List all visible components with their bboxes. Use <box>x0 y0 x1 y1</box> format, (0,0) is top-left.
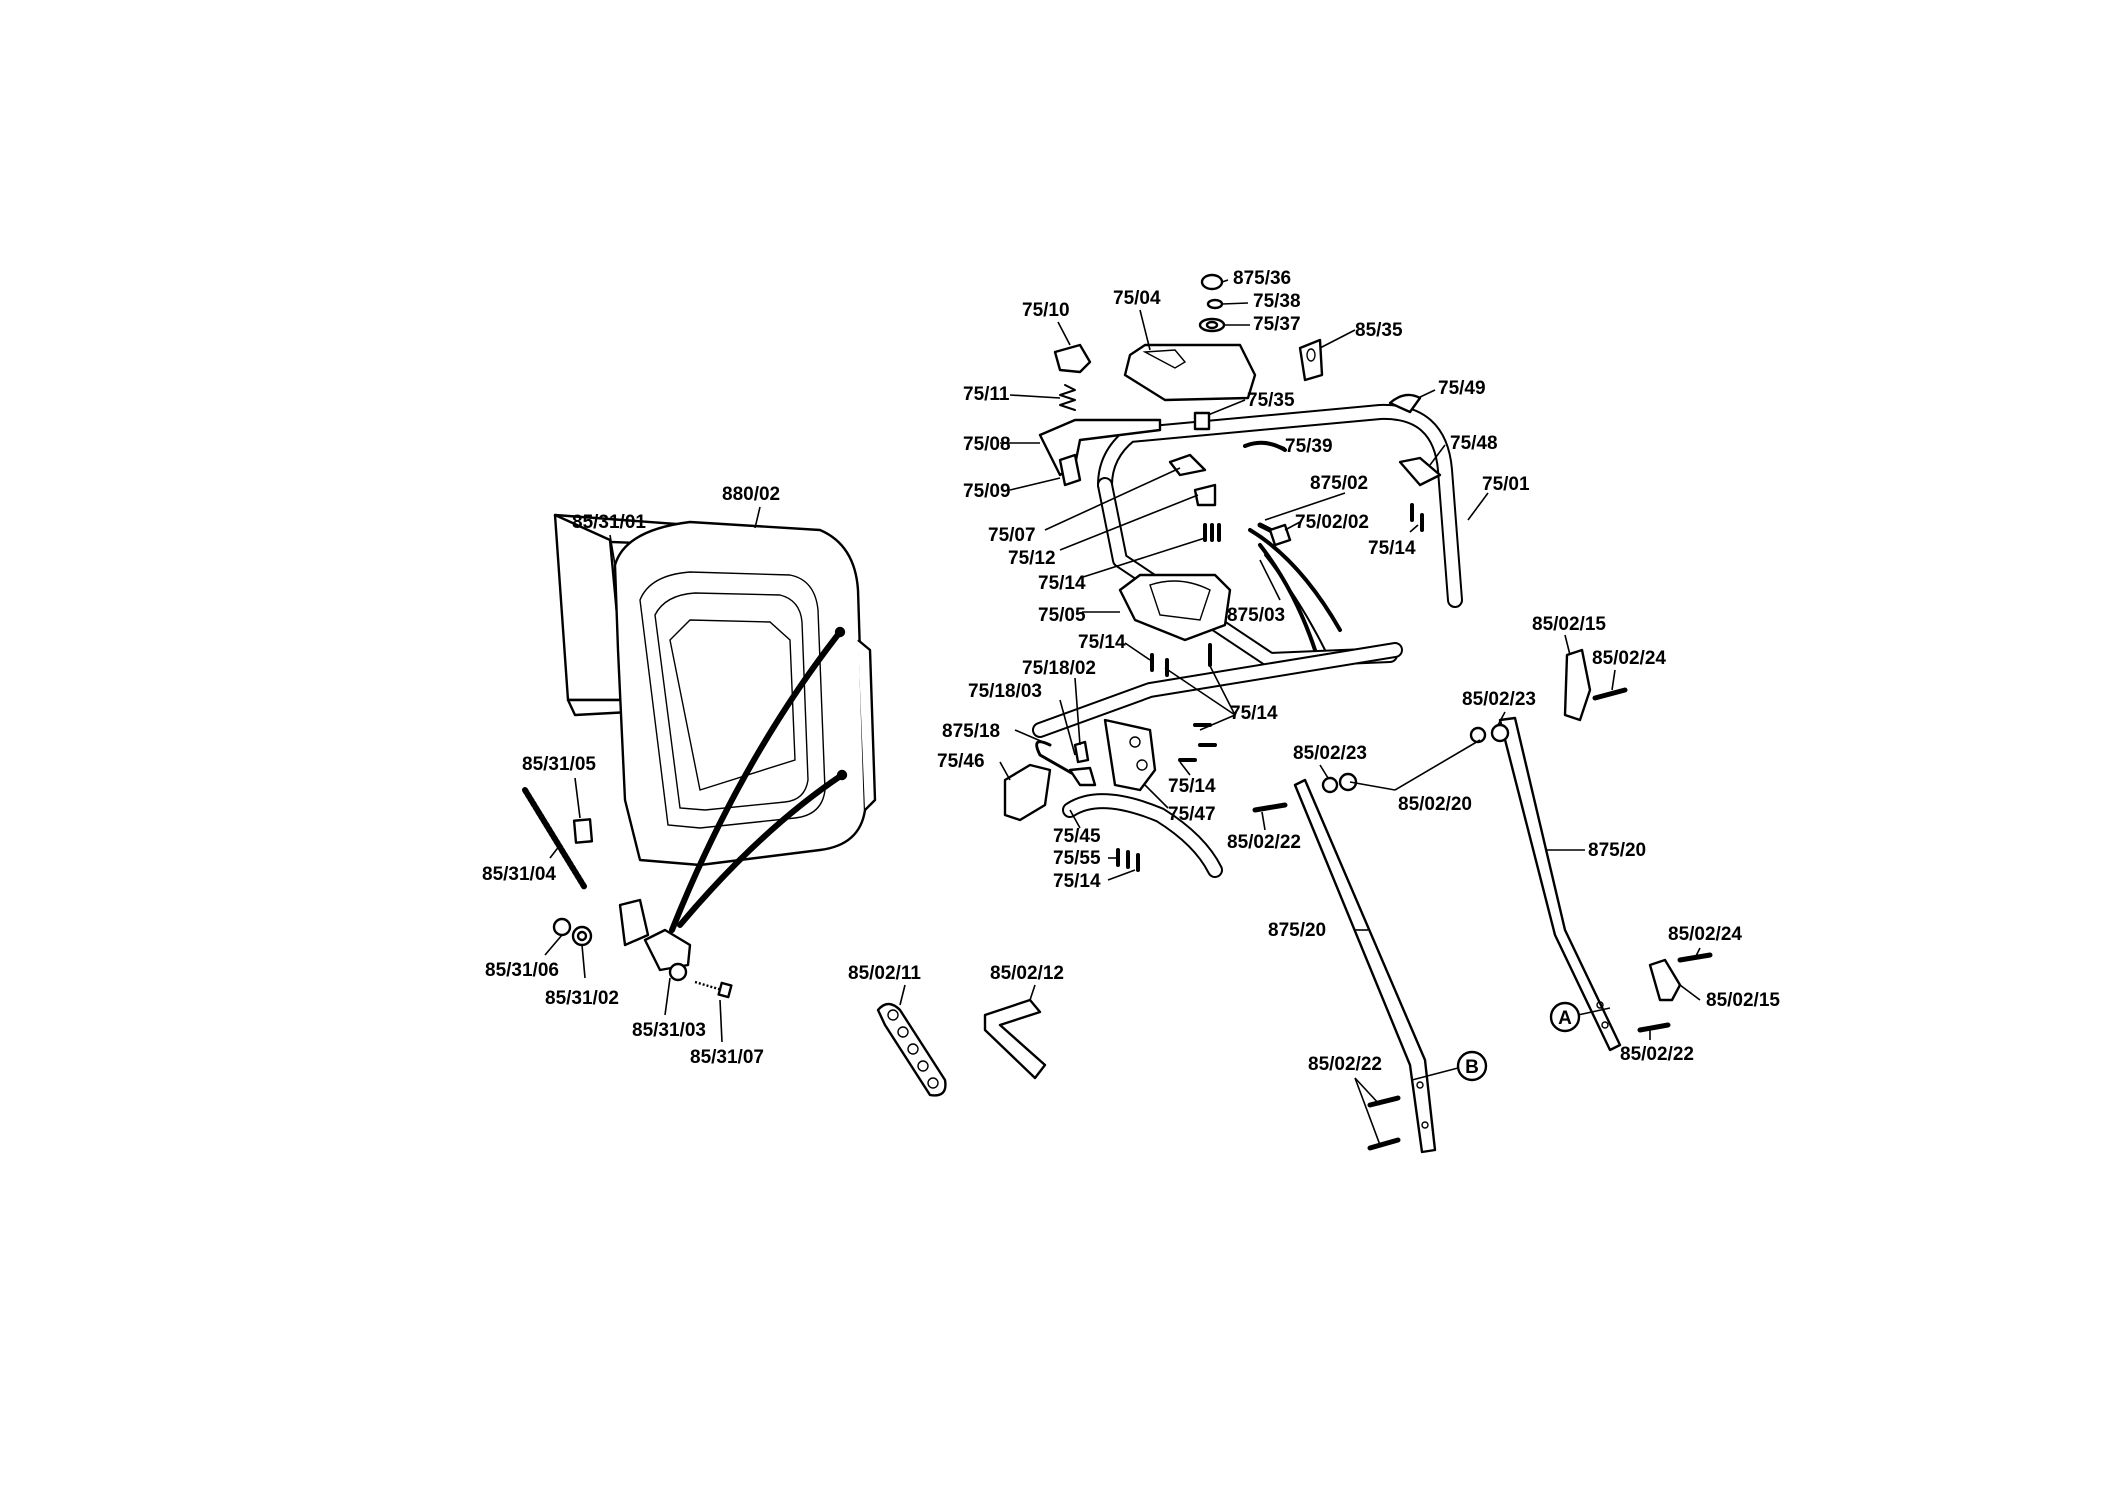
part-label: 85/02/24 <box>1592 648 1666 669</box>
part-label: 85/02/11 <box>848 963 921 984</box>
part-label: 880/02 <box>722 484 780 505</box>
part-labels: 85/31/01 880/02 85/31/05 85/31/04 85/31/… <box>482 268 1780 1075</box>
part-label: 75/07 <box>988 525 1036 546</box>
lower-handle-bars <box>1252 648 1713 1154</box>
callout-a-text: A <box>1558 1008 1572 1029</box>
part-label: 85/31/05 <box>522 754 596 775</box>
part-label: 75/14 <box>1078 632 1126 653</box>
part-label: 75/10 <box>1022 300 1070 321</box>
callout-b-text: B <box>1465 1057 1479 1078</box>
callout-b: B <box>1456 1050 1488 1082</box>
part-label: 75/39 <box>1285 436 1333 457</box>
part-label: 75/14 <box>1168 776 1216 797</box>
part-label: 75/18/03 <box>968 681 1042 702</box>
part-label: 85/31/02 <box>545 988 619 1009</box>
part-label: 85/02/22 <box>1308 1054 1382 1075</box>
part-label: 875/20 <box>1268 920 1326 941</box>
grass-box <box>522 513 877 999</box>
part-label: 85/02/20 <box>1398 794 1472 815</box>
part-label: 75/14 <box>1038 573 1086 594</box>
part-label: 85/02/22 <box>1227 832 1301 853</box>
part-label: 75/11 <box>963 384 1010 405</box>
part-label: 75/37 <box>1253 314 1301 335</box>
part-label: 75/38 <box>1253 291 1301 312</box>
part-label: 85/02/23 <box>1293 743 1367 764</box>
part-label: 75/46 <box>937 751 985 772</box>
part-label: 75/09 <box>963 481 1011 502</box>
part-label: 75/48 <box>1450 433 1498 454</box>
callout-a: A <box>1549 1001 1581 1033</box>
part-label: 85/02/15 <box>1532 614 1606 635</box>
part-label: 75/45 <box>1053 826 1101 847</box>
part-label: 75/18/02 <box>1022 658 1096 679</box>
part-label: 875/03 <box>1227 605 1285 626</box>
part-label: 875/02 <box>1310 473 1368 494</box>
part-label: 85/02/12 <box>990 963 1064 984</box>
part-label: 75/05 <box>1038 605 1086 626</box>
part-label: 875/20 <box>1588 840 1646 861</box>
part-label: 85/02/24 <box>1668 924 1742 945</box>
part-label: 75/55 <box>1053 848 1101 869</box>
part-label: 75/14 <box>1368 538 1416 559</box>
part-label: 75/14 <box>1230 703 1278 724</box>
part-label: 75/04 <box>1113 288 1161 309</box>
handle-assembly <box>1003 273 1463 878</box>
part-label: 85/02/23 <box>1462 689 1536 710</box>
part-label: 75/01 <box>1482 474 1530 495</box>
part-label: 85/02/15 <box>1706 990 1780 1011</box>
part-label: 75/12 <box>1008 548 1056 569</box>
part-label: 75/35 <box>1247 390 1295 411</box>
part-label: 85/35 <box>1355 320 1403 341</box>
part-label: 85/31/03 <box>632 1020 706 1041</box>
part-label: 85/31/01 <box>572 512 646 533</box>
part-label: 85/31/04 <box>482 864 556 885</box>
part-label: 875/36 <box>1233 268 1291 289</box>
leader-lines <box>544 279 1701 1146</box>
part-label: 85/31/07 <box>690 1047 764 1068</box>
part-label: 75/08 <box>963 434 1011 455</box>
part-label: 875/18 <box>942 721 1000 742</box>
part-label: 75/02/02 <box>1295 512 1369 533</box>
loose-parts <box>876 998 1047 1097</box>
part-label: 85/02/22 <box>1620 1044 1694 1065</box>
part-label: 75/47 <box>1168 804 1216 825</box>
part-label: 75/49 <box>1438 378 1486 399</box>
part-label: 75/14 <box>1053 871 1101 892</box>
part-label: 85/31/06 <box>485 960 559 981</box>
